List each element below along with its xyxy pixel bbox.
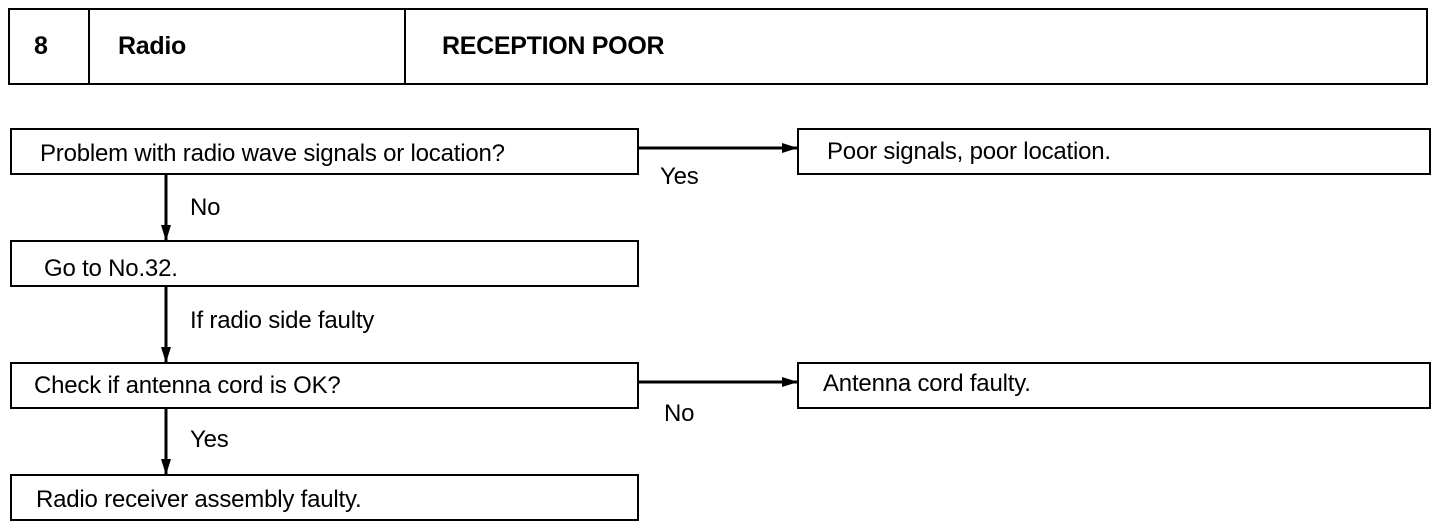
section-category: Radio: [90, 10, 406, 83]
result-antenna-cord-faulty-text: Antenna cord faulty.: [823, 370, 1031, 397]
label-q3-no: No: [664, 400, 695, 427]
label-step2-condition: If radio side faulty: [190, 307, 375, 334]
result-poor-signals-text: Poor signals, poor location.: [827, 138, 1111, 165]
question-radio-wave-box: Problem with radio wave signals or locat…: [10, 128, 639, 175]
step-go-to-32-text: Go to No.32.: [44, 255, 178, 282]
question-antenna-cord-box: Check if antenna cord is OK?: [10, 362, 639, 409]
step-go-to-32-box: Go to No.32.: [10, 240, 639, 287]
label-q1-yes: Yes: [660, 163, 699, 190]
section-number: 8: [10, 10, 90, 83]
header-bar: 8 Radio RECEPTION POOR: [8, 8, 1428, 85]
result-antenna-cord-faulty-box: Antenna cord faulty.: [797, 362, 1431, 409]
question-antenna-cord-text: Check if antenna cord is OK?: [34, 372, 341, 399]
result-receiver-faulty-text: Radio receiver assembly faulty.: [36, 486, 362, 513]
question-radio-wave-text: Problem with radio wave signals or locat…: [40, 140, 505, 167]
section-title: RECEPTION POOR: [442, 32, 665, 60]
label-q1-no: No: [190, 194, 221, 221]
result-receiver-faulty-box: Radio receiver assembly faulty.: [10, 474, 639, 521]
result-poor-signals-box: Poor signals, poor location.: [797, 128, 1431, 175]
label-q3-yes: Yes: [190, 426, 229, 453]
